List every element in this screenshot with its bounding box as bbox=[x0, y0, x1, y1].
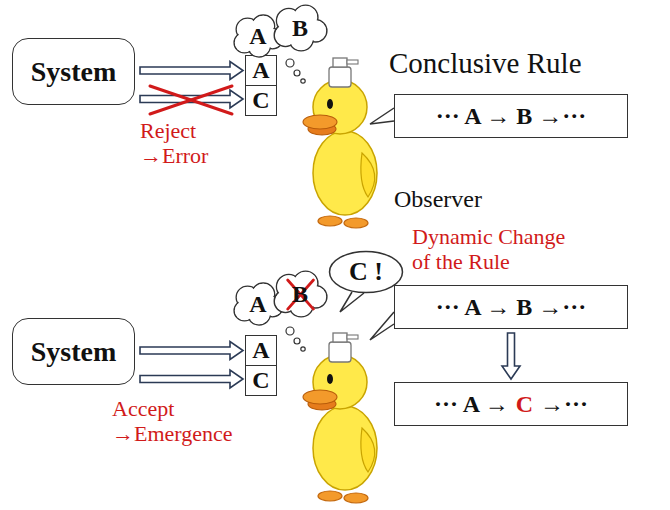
duck-observer bbox=[303, 58, 377, 228]
thought-cloud: B bbox=[272, 270, 328, 318]
node-text: A bbox=[249, 23, 266, 50]
strike-cross bbox=[288, 280, 314, 309]
thought-dot bbox=[301, 347, 305, 351]
speech-tail bbox=[340, 108, 394, 340]
speech-bubble: C ! bbox=[328, 250, 404, 294]
rule-heading: Conclusive Rule bbox=[389, 47, 582, 80]
thought-cloud: B bbox=[272, 4, 328, 52]
oval-shape bbox=[330, 251, 403, 292]
node-text: C bbox=[252, 87, 269, 114]
system-box: System bbox=[12, 38, 135, 105]
node-text: ··· A → B →··· bbox=[436, 103, 587, 130]
hollow-arrow bbox=[140, 370, 243, 388]
state-box: C bbox=[245, 85, 277, 116]
thought-dot bbox=[294, 338, 300, 344]
outcome-note: Reject →Error bbox=[140, 118, 220, 169]
cross-stroke bbox=[150, 86, 232, 114]
rule-box: Conclusive Rule··· A → B →··· bbox=[394, 94, 628, 138]
thought-dot bbox=[294, 70, 300, 76]
node-text: System bbox=[31, 56, 117, 88]
node-text: C bbox=[252, 367, 269, 394]
node-text: System bbox=[31, 336, 117, 368]
node-text: A bbox=[249, 291, 266, 318]
thought-dot bbox=[301, 79, 305, 83]
change-note: Dynamic Change of the Rule bbox=[412, 224, 584, 275]
node-text: C bbox=[516, 391, 533, 418]
node-text: A bbox=[252, 57, 269, 84]
node-text: B bbox=[292, 281, 308, 308]
system-box: System bbox=[12, 318, 135, 385]
rule-box: ··· A → B →··· bbox=[394, 285, 628, 329]
thought-dot bbox=[286, 59, 294, 67]
thought-dot bbox=[286, 327, 294, 335]
reject-cross bbox=[150, 86, 232, 114]
hollow-arrow bbox=[140, 342, 243, 360]
state-box: C bbox=[245, 365, 277, 396]
node-text: C ! bbox=[349, 257, 383, 287]
duck-observer bbox=[303, 333, 377, 503]
node-text: B bbox=[292, 15, 308, 42]
cross-stroke bbox=[150, 86, 232, 114]
node-text: ··· A → B →··· bbox=[436, 294, 587, 321]
outcome-note: Accept →Emergence bbox=[112, 396, 238, 447]
state-box: A bbox=[245, 335, 277, 366]
node-text: →··· bbox=[540, 391, 588, 418]
node-text: A bbox=[252, 337, 269, 364]
rule-box: ··· A → C →··· bbox=[394, 382, 628, 426]
state-box: A bbox=[245, 55, 277, 86]
observer-label: Observer bbox=[394, 186, 554, 214]
node-text: ··· A → bbox=[434, 391, 509, 418]
hollow-arrow bbox=[502, 333, 520, 379]
speech-tail bbox=[370, 108, 394, 124]
speech-tail bbox=[370, 312, 394, 340]
speech-tail bbox=[340, 292, 364, 312]
hollow-arrow bbox=[140, 62, 243, 80]
